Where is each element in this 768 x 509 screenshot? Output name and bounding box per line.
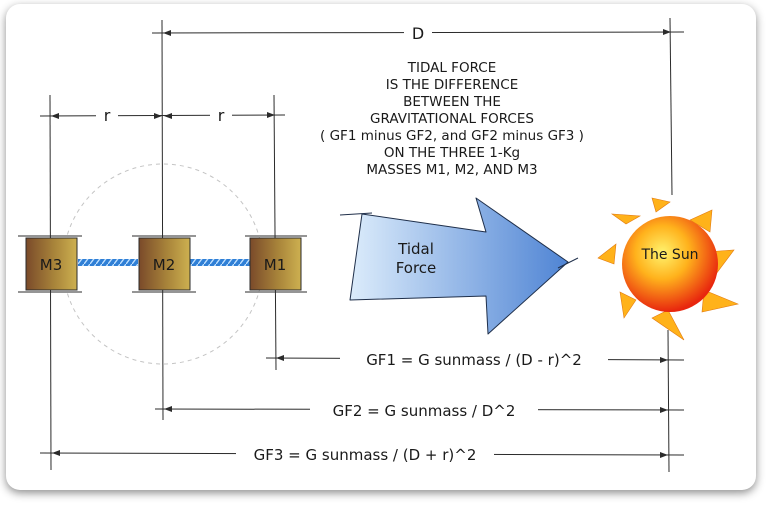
title-line-5: ( GF1 minus GF2, and GF2 minus GF3 ): [320, 128, 584, 144]
mass-m1: M1: [249, 237, 302, 291]
r-label-left: r: [104, 106, 111, 125]
title-line-7: MASSES M1, M2, AND M3: [366, 162, 537, 178]
rope-m3-m2: [78, 259, 138, 266]
title-block: TIDAL FORCE IS THE DIFFERENCE BETWEEN TH…: [320, 60, 584, 178]
equation-gf3: GF3 = G sunmass / (D + r)^2: [254, 446, 477, 464]
equation-gf2: GF2 = G sunmass / D^2: [333, 402, 516, 420]
rope-m2-m1: [190, 259, 250, 266]
equation-gf1: GF1 = G sunmass / (D - r)^2: [366, 351, 582, 369]
arrow-label-line-2: Force: [396, 259, 437, 277]
d-label: D: [412, 24, 424, 43]
r-dimension-line: [39, 114, 286, 117]
mass-m1-label: M1: [264, 256, 287, 274]
mass-m2-label: M2: [153, 256, 176, 274]
sun: The Sun: [597, 197, 739, 341]
mass-m2: M2: [138, 237, 191, 291]
title-line-1: TIDAL FORCE: [407, 60, 497, 76]
sun-label: The Sun: [640, 247, 698, 263]
tidal-force-arrow: Tidal Force: [339, 197, 579, 335]
sun-disc: [622, 216, 718, 312]
title-line-2: IS THE DIFFERENCE: [386, 77, 518, 93]
r-label-right: r: [218, 106, 225, 125]
title-line-6: ON THE THREE 1-Kg: [384, 145, 520, 161]
mass-m3-label: M3: [40, 256, 63, 274]
dimension-arrowheads: [51, 29, 671, 458]
arrow-label-line-1: Tidal: [397, 240, 434, 258]
title-line-3: BETWEEN THE: [403, 94, 501, 110]
title-line-4: GRAVITATIONAL FORCES: [370, 111, 534, 127]
mass-m3: M3: [25, 237, 78, 291]
